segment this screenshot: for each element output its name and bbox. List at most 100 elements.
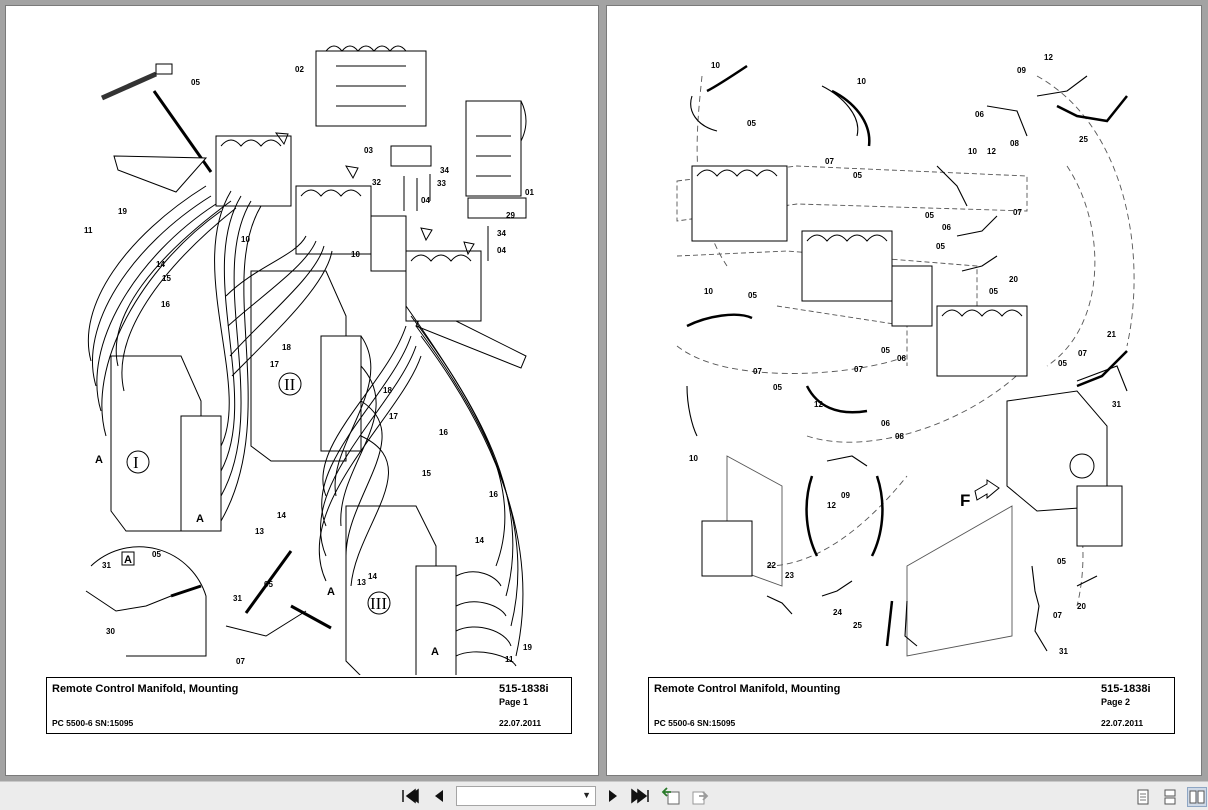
continuous-view-button[interactable] bbox=[1160, 787, 1180, 807]
p2-callout-23: 23 bbox=[785, 571, 794, 580]
p2-callout-07a: 07 bbox=[825, 157, 834, 166]
callout-01: 01 bbox=[525, 188, 534, 197]
callout-16b: 16 bbox=[439, 428, 448, 437]
drawing-title: Remote Control Manifold, Mounting bbox=[52, 683, 239, 695]
p2-callout-10d: 10 bbox=[704, 287, 713, 296]
callout-19b: 19 bbox=[523, 643, 532, 652]
document-number: 515-1838i bbox=[1101, 683, 1151, 695]
p2-callout-05e: 05 bbox=[989, 287, 998, 296]
callout-31b: 31 bbox=[233, 594, 242, 603]
document-date: 22.07.2011 bbox=[499, 718, 542, 728]
callout-A2: A bbox=[196, 513, 204, 525]
callout-16c: 16 bbox=[489, 490, 498, 499]
callout-14: 14 bbox=[156, 260, 165, 269]
callout-14b: 14 bbox=[277, 511, 286, 520]
document-date: 22.07.2011 bbox=[1101, 718, 1144, 728]
p2-callout-21: 21 bbox=[1107, 330, 1116, 339]
roman-II: II bbox=[284, 375, 296, 394]
next-page-button[interactable] bbox=[602, 786, 624, 806]
previous-page-icon bbox=[435, 790, 443, 802]
callout-17b: 17 bbox=[389, 412, 398, 421]
p2-callout-06a: 06 bbox=[975, 110, 984, 119]
callout-05: 05 bbox=[191, 78, 200, 87]
callout-11: 11 bbox=[84, 226, 93, 235]
previous-page-button[interactable] bbox=[427, 786, 449, 806]
callout-04: 04 bbox=[421, 196, 430, 205]
callout-13: 13 bbox=[255, 527, 264, 536]
go-back-view-button[interactable] bbox=[660, 786, 682, 806]
p2-callout-05f: 05 bbox=[748, 291, 757, 300]
page-1-drawing: 05 02 03 34 33 32 04 01 29 34 04 10 10 1… bbox=[84, 45, 534, 675]
first-page-icon bbox=[402, 788, 419, 804]
page-label: Page 2 bbox=[1101, 697, 1131, 707]
page-label: Page 1 bbox=[499, 697, 529, 707]
callout-32: 32 bbox=[372, 178, 381, 187]
callout-10b: 10 bbox=[351, 250, 360, 259]
p2-callout-22: 22 bbox=[767, 561, 776, 570]
model-number: PC 5500-6 SN:15095 bbox=[52, 718, 134, 728]
p2-callout-05g: 05 bbox=[1058, 359, 1067, 368]
facing-pages-view-button[interactable] bbox=[1187, 787, 1207, 807]
page-2: 10 05 10 07 05 12 09 06 08 25 10 12 07 0… bbox=[607, 6, 1201, 775]
p2-callout-25b: 25 bbox=[853, 621, 862, 630]
p2-callout-07c: 07 bbox=[1078, 349, 1087, 358]
facing-pages-icon bbox=[1189, 790, 1205, 804]
callout-07: 07 bbox=[236, 657, 245, 666]
p2-callout-20b: 20 bbox=[1077, 602, 1086, 611]
callout-14c: 14 bbox=[368, 572, 377, 581]
first-page-button[interactable] bbox=[399, 786, 421, 806]
p2-callout-05i: 05 bbox=[773, 383, 782, 392]
p2-callout-05j: 05 bbox=[1057, 557, 1066, 566]
callout-05c: 05 bbox=[264, 580, 273, 589]
callout-30: 30 bbox=[106, 627, 115, 636]
p2-callout-25a: 25 bbox=[1079, 135, 1088, 144]
callout-34b: 34 bbox=[497, 229, 506, 238]
p2-callout-12b: 12 bbox=[987, 147, 996, 156]
single-page-view-button[interactable] bbox=[1133, 787, 1153, 807]
p2-callout-05b: 05 bbox=[853, 171, 862, 180]
drawing-title: Remote Control Manifold, Mounting bbox=[654, 683, 841, 695]
callout-A4: A bbox=[431, 646, 439, 658]
p2-callout-31a: 31 bbox=[1112, 400, 1121, 409]
last-page-button[interactable] bbox=[630, 786, 652, 806]
document-number: 515-1838i bbox=[499, 683, 549, 695]
go-forward-view-button[interactable] bbox=[690, 786, 712, 806]
next-view-icon bbox=[692, 791, 709, 805]
title-block-page-2: Remote Control Manifold, Mounting PC 550… bbox=[648, 677, 1175, 734]
callout-02: 02 bbox=[295, 65, 304, 74]
page-2-drawing: 10 05 10 07 05 12 09 06 08 25 10 12 07 0… bbox=[676, 53, 1135, 657]
previous-view-icon bbox=[661, 787, 680, 805]
roman-I: I bbox=[133, 453, 139, 472]
p2-callout-05h: 05 bbox=[881, 346, 890, 355]
callout-11b: 11 bbox=[505, 655, 514, 664]
p2-callout-07f: 07 bbox=[1053, 611, 1062, 620]
callout-19: 19 bbox=[118, 207, 127, 216]
callout-15b: 15 bbox=[422, 469, 431, 478]
p2-callout-10e: 10 bbox=[689, 454, 698, 463]
callout-18b: 18 bbox=[383, 386, 392, 395]
p2-callout-12d: 12 bbox=[827, 501, 836, 510]
p2-callout-07e: 07 bbox=[753, 367, 762, 376]
callout-14d: 14 bbox=[475, 536, 484, 545]
page-select-dropdown[interactable]: ▼ bbox=[456, 786, 596, 806]
chevron-down-icon: ▼ bbox=[582, 790, 591, 800]
model-number: PC 5500-6 SN:15095 bbox=[654, 718, 736, 728]
single-page-icon bbox=[1137, 789, 1149, 805]
p2-callout-07b: 07 bbox=[1013, 208, 1022, 217]
callout-03: 03 bbox=[364, 146, 373, 155]
callout-05b: 05 bbox=[152, 550, 161, 559]
callout-16: 16 bbox=[161, 300, 170, 309]
p2-callout-24: 24 bbox=[833, 608, 842, 617]
roman-III: III bbox=[370, 594, 387, 613]
p2-flow-F: F bbox=[960, 491, 970, 510]
p2-callout-06c: 06 bbox=[897, 354, 906, 363]
callout-15: 15 bbox=[162, 274, 171, 283]
next-page-icon bbox=[609, 790, 617, 802]
p2-callout-31b: 31 bbox=[1059, 647, 1068, 656]
p2-callout-12c: 12 bbox=[814, 400, 823, 409]
callout-33: 33 bbox=[437, 179, 446, 188]
callout-04b: 04 bbox=[497, 246, 506, 255]
callout-31: 31 bbox=[102, 561, 111, 570]
p2-callout-09b: 09 bbox=[841, 491, 850, 500]
p2-callout-05d: 05 bbox=[936, 242, 945, 251]
